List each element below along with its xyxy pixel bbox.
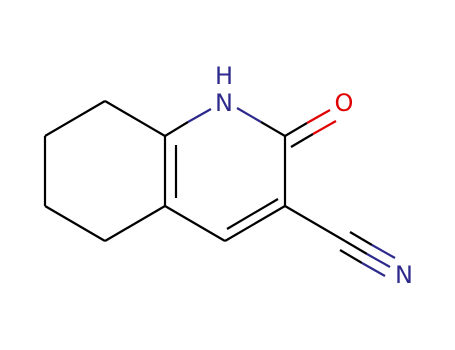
bond-n1-c8a-b bbox=[164, 121, 189, 137]
bond-c2-n1-b bbox=[236, 107, 262, 123]
bond-c5-c4 bbox=[44, 205, 106, 242]
bond-cn-triple-2b bbox=[371, 244, 396, 259]
bond-c4-c4a bbox=[104, 205, 166, 242]
atom-h-label: H bbox=[215, 62, 233, 90]
bond-c7-c6 bbox=[44, 100, 106, 137]
bond-c4-c3-inner bbox=[226, 198, 279, 230]
bond-cn-triple-3b bbox=[361, 262, 386, 277]
bond-c2-o-a bbox=[284, 122, 308, 137]
bond-c2-o-d bbox=[312, 120, 337, 135]
bond-cn-triple-1b bbox=[366, 253, 391, 268]
bond-c4a-c4 bbox=[164, 205, 226, 242]
bond-c2-o-c bbox=[290, 133, 314, 148]
atom-n2-label: N bbox=[395, 261, 413, 289]
atom-n1-label: N bbox=[215, 89, 233, 117]
bond-cn-triple-3 bbox=[339, 249, 363, 264]
bond-cn-triple-2 bbox=[349, 231, 373, 246]
bond-c8-c7 bbox=[104, 100, 166, 137]
bond-cn-triple-1 bbox=[344, 240, 368, 255]
bond-c3-cn bbox=[284, 205, 346, 242]
bond-n1-c8a-a bbox=[187, 108, 212, 123]
bond-c4-c3 bbox=[224, 205, 286, 242]
bond-c2-o-b bbox=[306, 109, 331, 124]
bond-c2-n1-a bbox=[260, 121, 286, 137]
atom-o-label: O bbox=[335, 89, 354, 117]
